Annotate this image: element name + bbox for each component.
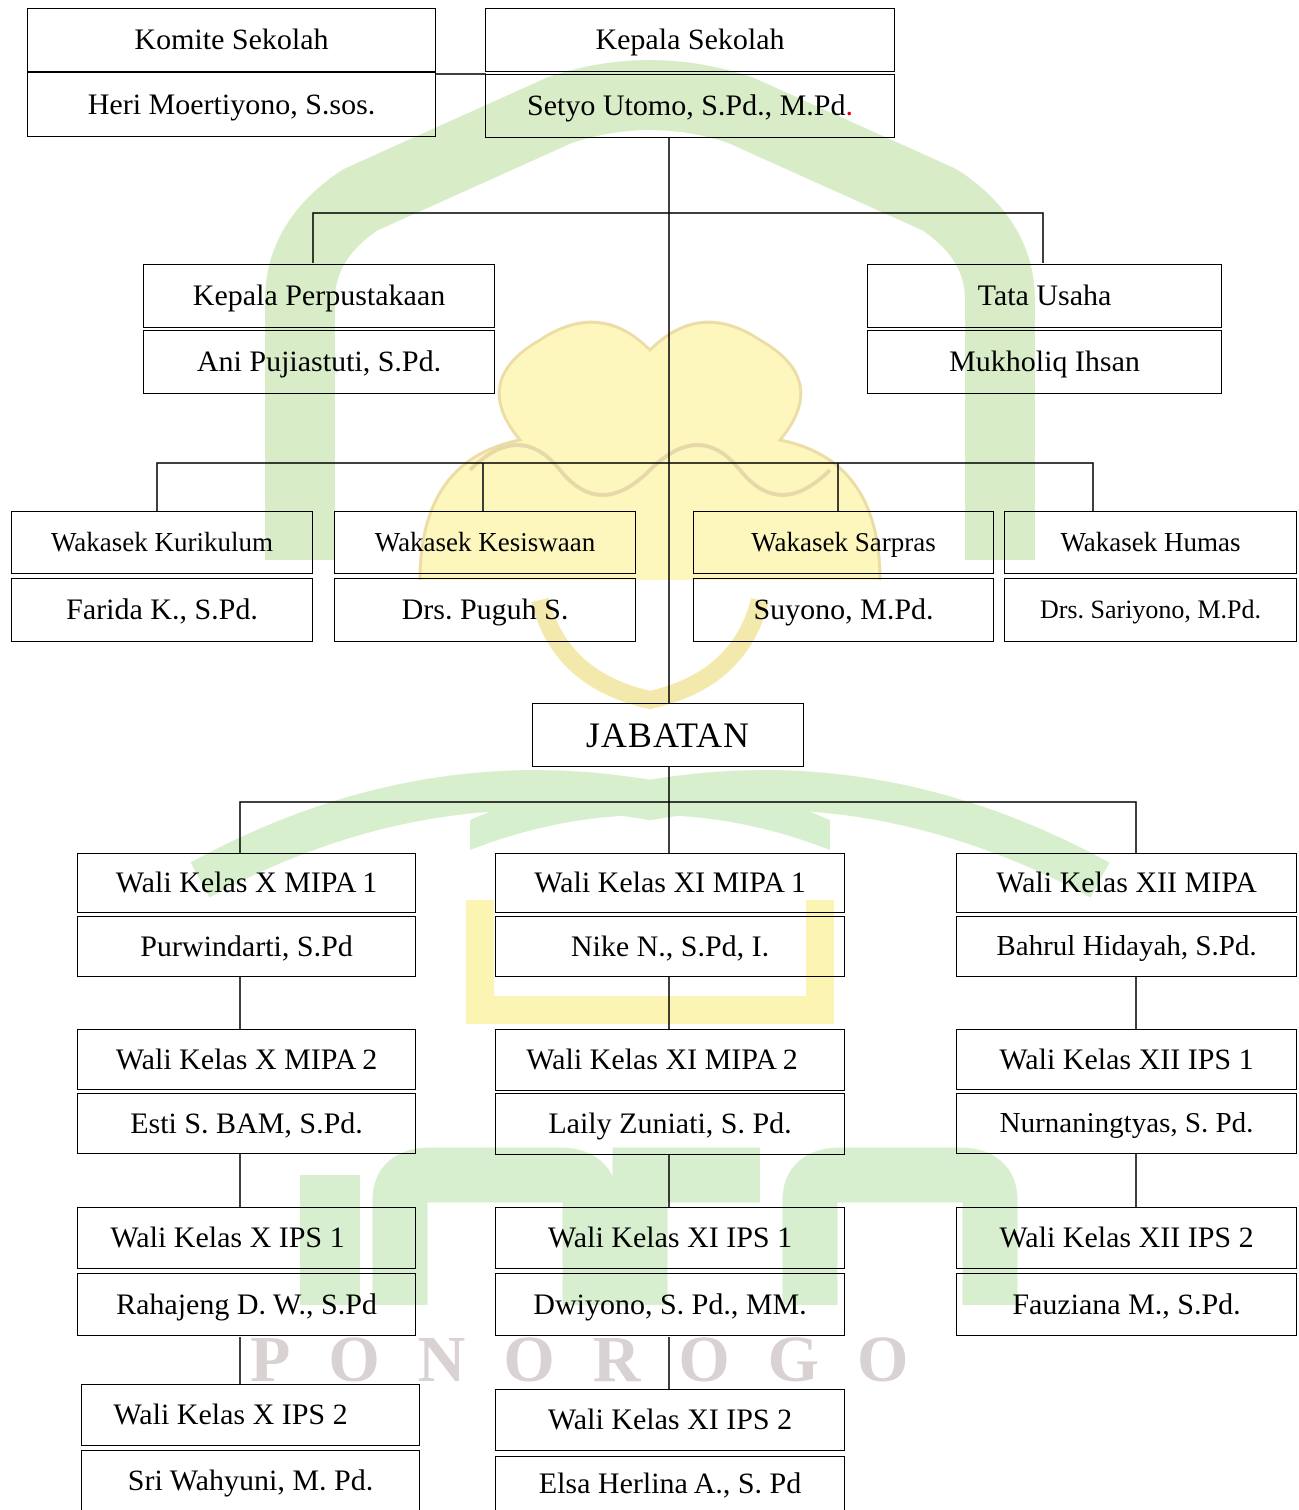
wali-xii-ips1-title-box: Wali Kelas XII IPS 1: [956, 1029, 1297, 1090]
wali-x-mipa2-name-box: Esti S. BAM, S.Pd.: [77, 1093, 416, 1154]
tata-usaha-name-box: Mukholiq Ihsan: [867, 330, 1222, 394]
wakasek-kesiswaan-name-box: Drs. Puguh S.: [334, 578, 636, 642]
wali-x-ips1-title-box: Wali Kelas X IPS 1: [77, 1207, 416, 1269]
wali-x-mipa1-title-box: Wali Kelas X MIPA 1: [77, 853, 416, 913]
kepala-name-trailing-dot: .: [845, 89, 853, 122]
wakasek-kesiswaan-title-box: Wakasek Kesiswaan: [334, 511, 636, 574]
tata-usaha-title-box: Tata Usaha: [867, 264, 1222, 328]
wali-x-mipa2-title-box: Wali Kelas X MIPA 2: [77, 1029, 416, 1090]
komite-title-box: Komite Sekolah: [27, 8, 436, 72]
wali-xi-ips2-title-box: Wali Kelas XI IPS 2: [495, 1389, 845, 1451]
kepala-name: Setyo Utomo, S.Pd., M.Pd: [527, 89, 846, 122]
wali-xi-mipa2-title-box: Wali Kelas XI MIPA 2: [495, 1029, 845, 1091]
wali-xi-mipa1-name-box: Nike N., S.Pd, I.: [495, 916, 845, 977]
watermark-text: PONOROGO: [250, 1323, 947, 1396]
wali-xii-ips2-title-box: Wali Kelas XII IPS 2: [956, 1207, 1297, 1269]
kepala-title-box: Kepala Sekolah: [485, 8, 895, 72]
wakasek-sarpras-title-box: Wakasek Sarpras: [693, 511, 994, 574]
wali-xii-ips1-name-box: Nurnaningtyas, S. Pd.: [956, 1093, 1297, 1154]
wali-xii-ips2-name-box: Fauziana M., S.Pd.: [956, 1273, 1297, 1336]
wali-xi-ips1-title-box: Wali Kelas XI IPS 1: [495, 1207, 845, 1269]
wali-xi-ips1-name-box: Dwiyono, S. Pd., MM.: [495, 1273, 845, 1336]
wali-x-mipa1-name-box: Purwindarti, S.Pd: [77, 916, 416, 977]
wakasek-kurikulum-name-box: Farida K., S.Pd.: [11, 578, 313, 642]
wakasek-sarpras-name-box: Suyono, M.Pd.: [693, 578, 994, 642]
wakasek-humas-name-box: Drs. Sariyono, M.Pd.: [1004, 578, 1297, 642]
wakasek-kurikulum-title-box: Wakasek Kurikulum: [11, 511, 313, 574]
wakasek-humas-title-box: Wakasek Humas: [1004, 511, 1297, 574]
wali-x-ips1-name-box: Rahajeng D. W., S.Pd: [77, 1273, 416, 1336]
perpustakaan-title-box: Kepala Perpustakaan: [143, 264, 495, 328]
jabatan-box: JABATAN: [532, 703, 804, 767]
wali-x-ips2-title-box: Wali Kelas X IPS 2: [81, 1384, 420, 1446]
wali-xi-ips2-name-box: Elsa Herlina A., S. Pd: [495, 1456, 845, 1510]
wali-x-ips2-name-box: Sri Wahyuni, M. Pd.: [81, 1450, 420, 1510]
kepala-name-box: Setyo Utomo, S.Pd., M.Pd.: [485, 74, 895, 138]
wali-xii-mipa-title-box: Wali Kelas XII MIPA: [956, 853, 1297, 913]
wali-xi-mipa1-title-box: Wali Kelas XI MIPA 1: [495, 853, 845, 913]
wali-xii-mipa-name-box: Bahrul Hidayah, S.Pd.: [956, 916, 1297, 977]
komite-name-box: Heri Moertiyono, S.sos.: [27, 72, 436, 137]
wali-xi-mipa2-name-box: Laily Zuniati, S. Pd.: [495, 1093, 845, 1155]
perpustakaan-name-box: Ani Pujiastuti, S.Pd.: [143, 330, 495, 394]
